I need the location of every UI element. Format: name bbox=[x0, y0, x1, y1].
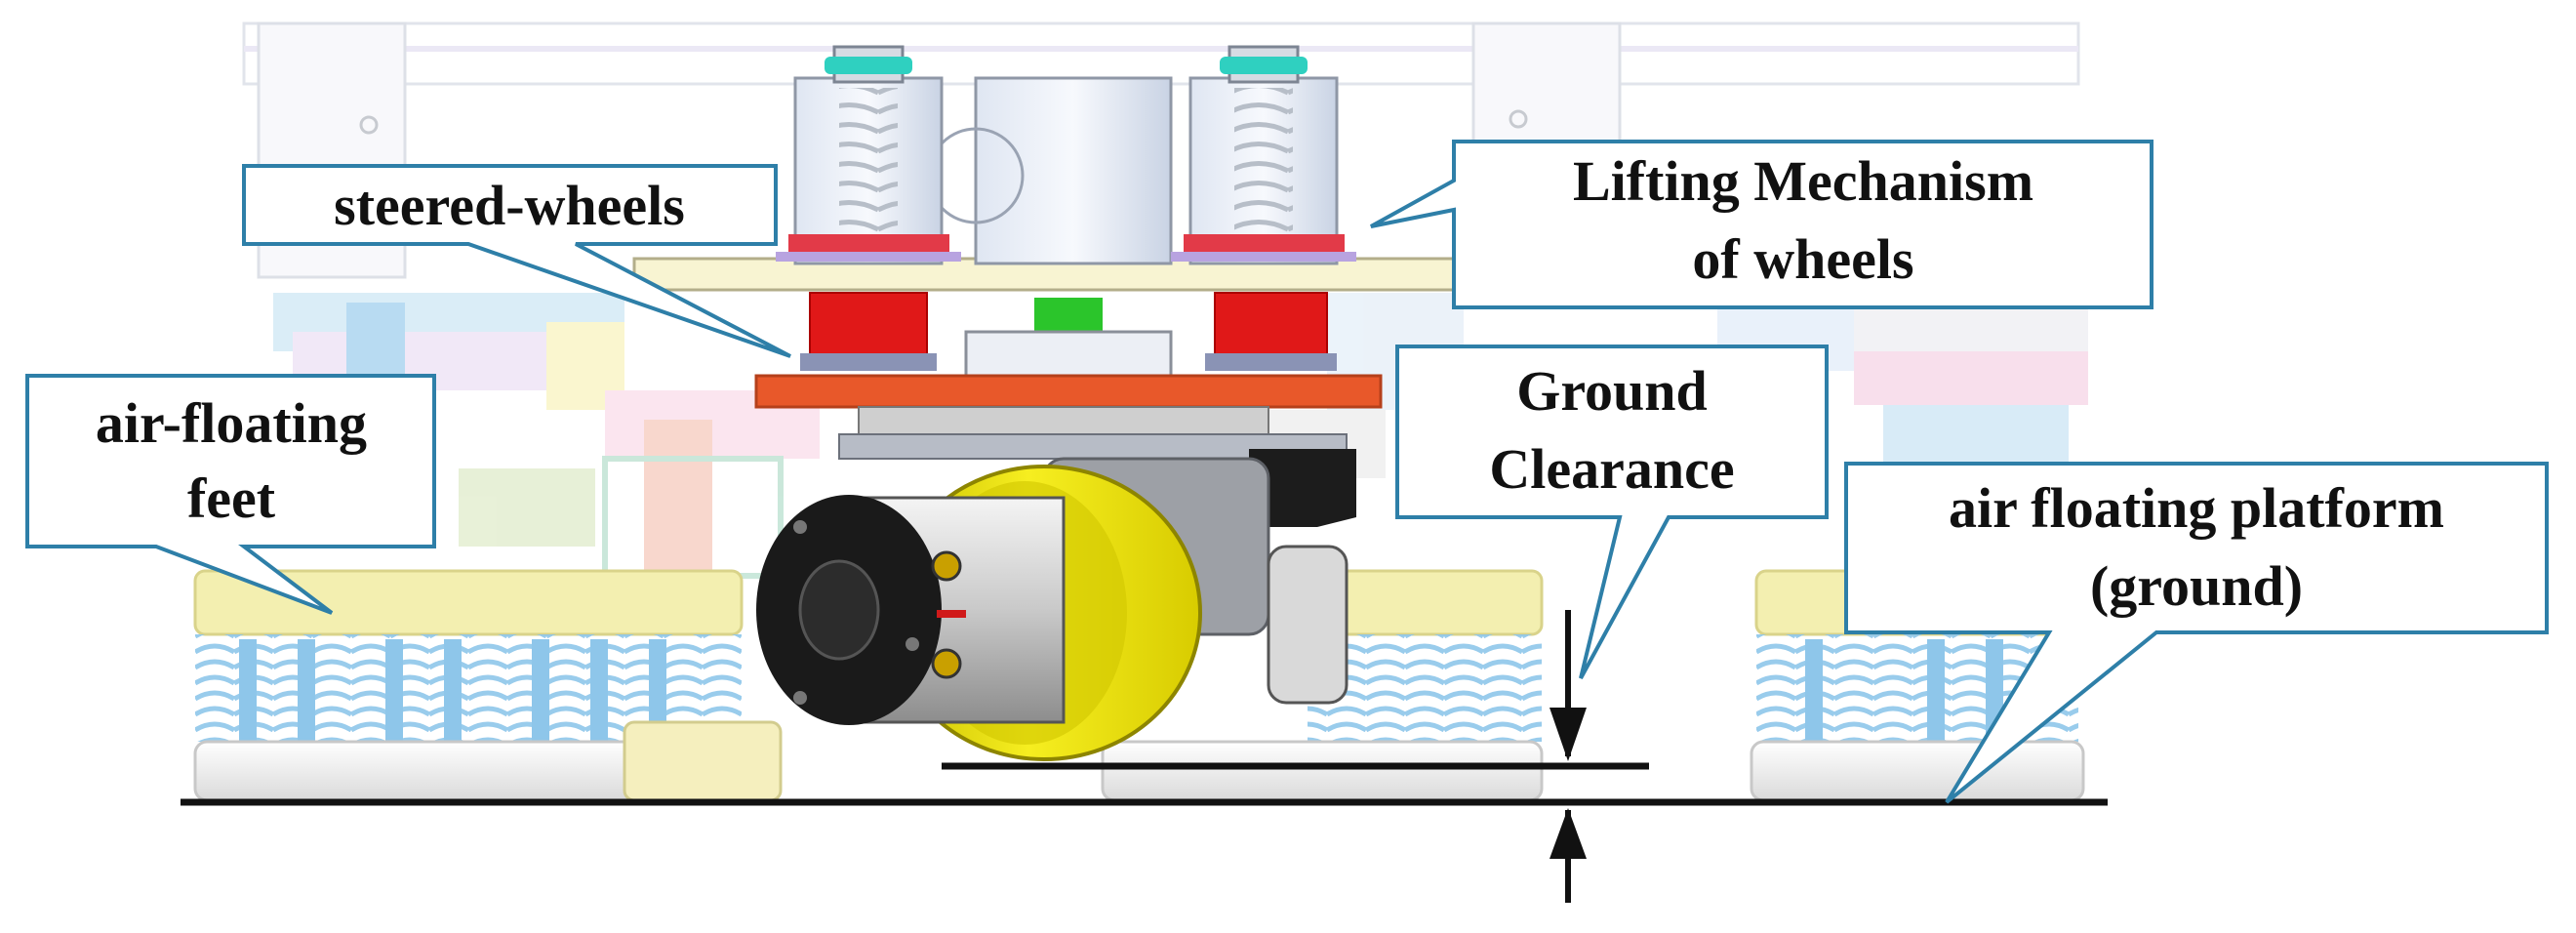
callout-ground-line2: Clearance bbox=[1489, 437, 1734, 501]
arrow-down-icon bbox=[1550, 708, 1587, 761]
callout-steered-wheels: steered-wheels bbox=[242, 164, 791, 358]
lifting-mechanism bbox=[632, 45, 1456, 383]
arrow-up-icon bbox=[1550, 808, 1587, 859]
air-floating-feet-left bbox=[193, 569, 783, 802]
callout-airfeet-line2: feet bbox=[187, 466, 276, 530]
callout-airfeet-line1: air-floating bbox=[96, 391, 367, 455]
callout-ground-line1: Ground bbox=[1516, 359, 1708, 423]
callout-platform-line2: (ground) bbox=[2090, 554, 2303, 618]
callout-lifting-line2: of wheels bbox=[1692, 227, 1913, 291]
callout-platform-line1: air floating platform bbox=[1949, 476, 2444, 540]
callout-steered-wheels-text: steered-wheels bbox=[334, 174, 685, 237]
callout-air-floating-feet: air-floating feet bbox=[25, 374, 436, 615]
steered-wheel-assembly bbox=[754, 374, 1383, 761]
ground-clearance-marker bbox=[181, 610, 2108, 903]
callout-air-floating-platform: air floating platform (ground) bbox=[1844, 462, 2549, 804]
callout-lifting-line1: Lifting Mechanism bbox=[1573, 149, 2033, 213]
callout-ground-clearance: Ground Clearance bbox=[1395, 345, 1829, 679]
callout-lifting-mechanism: Lifting Mechanism of wheels bbox=[1370, 140, 2153, 309]
